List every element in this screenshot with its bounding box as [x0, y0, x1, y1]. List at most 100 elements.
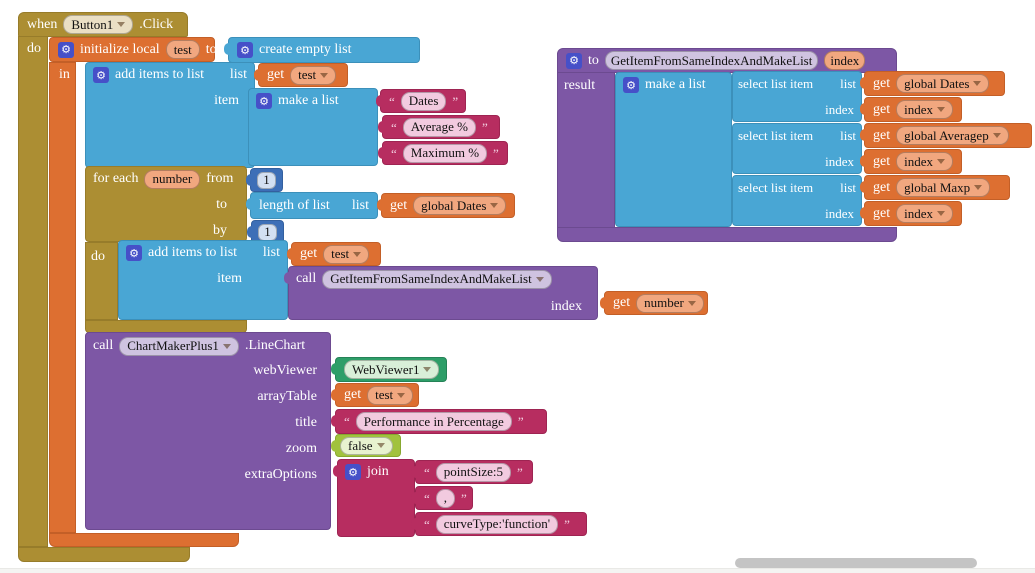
get-global-dates-block[interactable]: get global Dates	[860, 71, 1005, 96]
mutator-gear-icon[interactable]: ⚙	[126, 245, 142, 261]
variable-dropdown[interactable]: test	[367, 385, 414, 405]
index-socket-row: index	[732, 201, 862, 226]
mutator-gear-icon[interactable]: ⚙	[237, 42, 253, 58]
loop-var-name-field[interactable]: number	[144, 169, 201, 189]
for-each-left-bar[interactable]	[85, 242, 118, 320]
variable-dropdown[interactable]: test	[323, 244, 370, 264]
procedure-param-field[interactable]: index	[824, 51, 866, 70]
procedure-name: GetItemFromSameIndexAndMakeList	[330, 271, 532, 286]
get-number-block[interactable]: get number	[600, 291, 708, 315]
string-value-field[interactable]: pointSize:5	[435, 462, 511, 482]
procedure-dropdown[interactable]: GetItemFromSameIndexAndMakeList	[322, 269, 552, 289]
procedure-definition-header[interactable]: ⚙ to GetItemFromSameIndexAndMakeList ind…	[557, 48, 897, 73]
string-value-field[interactable]: ,	[435, 488, 456, 508]
chartmaker-linechart-block[interactable]	[85, 332, 331, 530]
procedure-name-field[interactable]: GetItemFromSameIndexAndMakeList	[604, 51, 819, 70]
text-string-block[interactable]: “ Performance in Percentage ”	[331, 409, 547, 434]
get-label: get	[873, 127, 891, 143]
mutator-gear-icon[interactable]: ⚙	[58, 41, 74, 58]
create-empty-list-block[interactable]: ⚙ create empty list	[224, 37, 420, 63]
get-test-block[interactable]: get test	[287, 242, 381, 266]
component-dropdown[interactable]: WebViewer1	[344, 360, 440, 379]
close-quote: ”	[452, 93, 459, 109]
get-test-block[interactable]: get test	[331, 383, 419, 407]
list-socket-label: list	[840, 180, 856, 195]
list-socket-label: list	[840, 76, 856, 91]
component-name: ChartMakerPlus1	[127, 338, 219, 353]
number-value-field[interactable]: 1	[258, 223, 277, 241]
text-string-block[interactable]: “ Maximum % ”	[378, 141, 508, 165]
get-label: get	[873, 205, 891, 221]
get-index-block[interactable]: get index	[860, 201, 962, 226]
make-a-list-block[interactable]	[615, 72, 732, 227]
get-index-block[interactable]: get index	[860, 149, 962, 174]
string-value-field[interactable]: Performance in Percentage	[355, 412, 512, 431]
string-value-field[interactable]: Dates	[400, 91, 447, 111]
text-string-block[interactable]: “ pointSize:5 ”	[411, 460, 533, 484]
variable-dropdown[interactable]: global Averagep	[896, 126, 1009, 145]
title-socket-label: title	[295, 415, 317, 430]
get-label: get	[873, 153, 891, 169]
add-items-label: add items to list	[148, 245, 238, 260]
initialize-local-block-header[interactable]: ⚙ initialize local test to	[49, 37, 217, 62]
number-value-field[interactable]: 1	[257, 171, 276, 189]
text-string-block[interactable]: “ Average % ”	[378, 115, 500, 139]
event-component-dropdown[interactable]: Button1	[63, 15, 134, 34]
dropdown-icon	[937, 211, 945, 216]
when-block-left-bar[interactable]	[18, 36, 48, 547]
logic-dropdown[interactable]: false	[340, 436, 393, 455]
variable-dropdown[interactable]: test	[290, 65, 337, 85]
mutator-gear-icon[interactable]: ⚙	[256, 93, 272, 109]
dropdown-icon	[937, 107, 945, 112]
variable-dropdown[interactable]: global Dates	[896, 74, 990, 93]
variable-dropdown[interactable]: number	[636, 293, 704, 313]
select-list-item-block[interactable]	[732, 71, 862, 122]
string-value-field[interactable]: curveType:'function'	[435, 514, 559, 534]
variable-dropdown[interactable]: index	[896, 204, 953, 223]
make-a-list-label: make a list	[278, 93, 339, 108]
initialize-local-left-bar[interactable]	[49, 62, 76, 533]
local-var-name-field[interactable]: test	[165, 40, 200, 59]
mutator-gear-icon[interactable]: ⚙	[566, 52, 582, 69]
string-value-field[interactable]: Average %	[402, 117, 476, 137]
horizontal-scrollbar-thumb[interactable]	[735, 558, 977, 568]
webviewer-component-block[interactable]: WebViewer1	[331, 357, 447, 382]
get-label: get	[873, 179, 891, 195]
arraytable-socket-label: arrayTable	[257, 389, 317, 404]
component-dropdown[interactable]: ChartMakerPlus1	[119, 336, 239, 356]
mutator-gear-icon[interactable]: ⚙	[93, 67, 109, 83]
mutator-gear-icon[interactable]: ⚙	[623, 77, 639, 93]
when-event-block-header[interactable]: when Button1 .Click	[18, 12, 188, 37]
select-list-item-block[interactable]	[732, 175, 862, 226]
close-quote: ”	[461, 490, 467, 506]
string-value-field[interactable]: Maximum %	[402, 143, 488, 163]
string-value: Dates	[408, 93, 439, 108]
text-string-block[interactable]: “ , ”	[411, 486, 473, 510]
mutator-gear-icon[interactable]: ⚙	[345, 464, 361, 480]
variable-dropdown[interactable]: index	[896, 152, 953, 171]
when-block-bottom-bar[interactable]	[18, 547, 190, 562]
index-socket-row: index	[288, 294, 590, 320]
number-block[interactable]: 1	[246, 168, 283, 192]
text-string-block[interactable]: “ Dates ”	[376, 89, 466, 113]
get-index-block[interactable]: get index	[860, 97, 962, 122]
select-list-item-label: select list item	[738, 180, 814, 195]
logic-false-block[interactable]: false	[331, 434, 401, 457]
procedure-left-bar[interactable]	[557, 72, 615, 228]
get-test-block[interactable]: get test	[254, 63, 348, 87]
variable-dropdown[interactable]: global Maxp	[896, 178, 991, 197]
text-string-block[interactable]: “ curveType:'function' ”	[411, 512, 587, 536]
for-each-header-row: for each number from	[85, 166, 247, 192]
select-list-item-block[interactable]	[732, 123, 862, 174]
procedure-bottom-bar[interactable]	[557, 227, 897, 242]
get-global-dates-block[interactable]: get global Dates	[377, 193, 515, 218]
initialize-local-bottom-bar[interactable]	[49, 533, 239, 547]
horizontal-scrollbar-track[interactable]	[0, 568, 1035, 573]
length-of-list-block[interactable]: length of list list	[246, 192, 378, 219]
add-items-to-list-block[interactable]	[85, 62, 255, 168]
variable-dropdown[interactable]: global Dates	[413, 196, 507, 215]
variable-dropdown[interactable]: index	[896, 100, 953, 119]
get-global-maxp-block[interactable]: get global Maxp	[860, 175, 1010, 200]
get-global-averagep-block[interactable]: get global Averagep	[860, 123, 1032, 148]
